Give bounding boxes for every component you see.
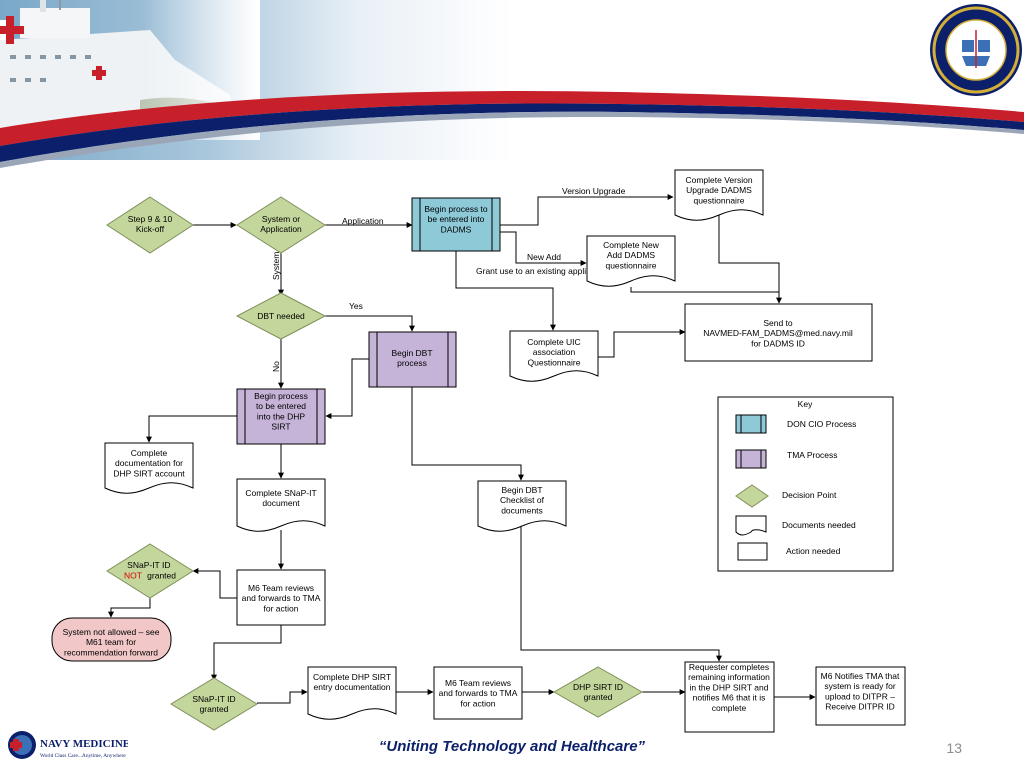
edge-label-no: No [271, 361, 281, 372]
process-begin-dadms [411, 197, 501, 252]
document-version-q [674, 169, 764, 221]
document-complete-doc-sirt [104, 442, 194, 494]
snapit-not-granted-not: NOT [124, 571, 142, 581]
navy-medicine-tagline: World Class Care...Anytime, Anywhere [40, 753, 126, 759]
svg-text:Documents needed: Documents needed [782, 520, 856, 530]
key-item-decision: Decision Point [735, 484, 837, 508]
edge-new-add [500, 231, 587, 266]
key-title: Key [798, 399, 813, 409]
svg-text:Decision Point: Decision Point [782, 490, 837, 500]
process-begin-sirt [236, 388, 326, 445]
edge-dbt-to-checklist [411, 387, 524, 481]
snapit-not-granted-line2: granted [147, 571, 176, 581]
snapit-not-granted-line1: SNaP-IT ID [127, 560, 170, 570]
terminal-not-allowed [51, 617, 172, 662]
action-m6-reviews-2 [433, 666, 523, 720]
key-item-don-cio: DON CIO Process [735, 414, 856, 434]
edge-not-granted-to-terminal [108, 598, 151, 618]
footer-slogan: “Uniting Technology and Healthcare” [378, 738, 646, 755]
decision-kickoff [106, 196, 194, 254]
action-m6-notifies [815, 666, 906, 726]
action-send-to [684, 303, 873, 362]
document-uic-q [509, 330, 599, 382]
document-new-add-q [586, 235, 676, 287]
decision-dhp-sirt-granted [552, 666, 644, 718]
edge-label-yes: Yes [349, 301, 363, 311]
decision-snapit-not-granted [106, 543, 194, 599]
svg-text:DON CIO Process: DON CIO Process [787, 419, 856, 429]
decision-dbt-needed [235, 292, 327, 340]
edge-label-grant-use: Grant use to an existing application [476, 266, 609, 276]
edge-dbt-to-sirt [325, 358, 369, 419]
page-number: 13 [946, 740, 962, 756]
action-m6-reviews-1 [236, 569, 326, 626]
key-item-documents: Documents needed [735, 515, 856, 536]
document-complete-snapit [236, 478, 326, 532]
document-complete-sirt-entry [307, 666, 397, 720]
edge-granted-to-sirt-entry [257, 689, 308, 704]
edge-version-to-send [718, 212, 782, 304]
node-label-dbt-needed: DBT needed [257, 311, 305, 321]
edge-sirt-to-doc [146, 415, 237, 443]
bumed-seal-logo [930, 4, 1022, 96]
navy-medicine-logo: NAVY MEDICINE World Class Care...Anytime… [4, 724, 130, 766]
edge-grant-use [455, 251, 556, 331]
edge-yes [325, 315, 415, 332]
edge-label-new-add: New Add [527, 252, 561, 262]
process-begin-dbt [368, 331, 457, 388]
decision-snapit-granted [170, 677, 258, 731]
key-item-action: Action needed [737, 542, 841, 561]
svg-text:Action needed: Action needed [786, 546, 841, 556]
svg-text:TMA Process: TMA Process [787, 450, 838, 460]
header-banner [0, 0, 1024, 168]
edge-newadd-to-send [630, 287, 779, 293]
edge-label-system: System [271, 252, 281, 280]
edge-uic-to-send [598, 329, 686, 358]
edge-label-version-upgrade: Version Upgrade [562, 186, 626, 196]
navy-medicine-wordmark: NAVY MEDICINE [40, 738, 128, 750]
edge-m6-to-granted [211, 625, 282, 681]
action-requester-completes [684, 661, 775, 733]
key-legend: Key DON CIO Process TMA Process Decision… [717, 396, 894, 572]
edge-version-upgrade [500, 194, 674, 226]
edge-label-application: Application [342, 216, 384, 226]
edge-m6-to-not-granted [192, 568, 237, 599]
edge-checklist-to-requester [520, 524, 722, 662]
key-item-tma: TMA Process [735, 449, 838, 469]
document-dbt-checklist [477, 480, 567, 532]
node-label-snapit-not-granted: SNaP-IT ID NOT granted [124, 560, 176, 581]
decision-system-or-app [236, 196, 326, 254]
